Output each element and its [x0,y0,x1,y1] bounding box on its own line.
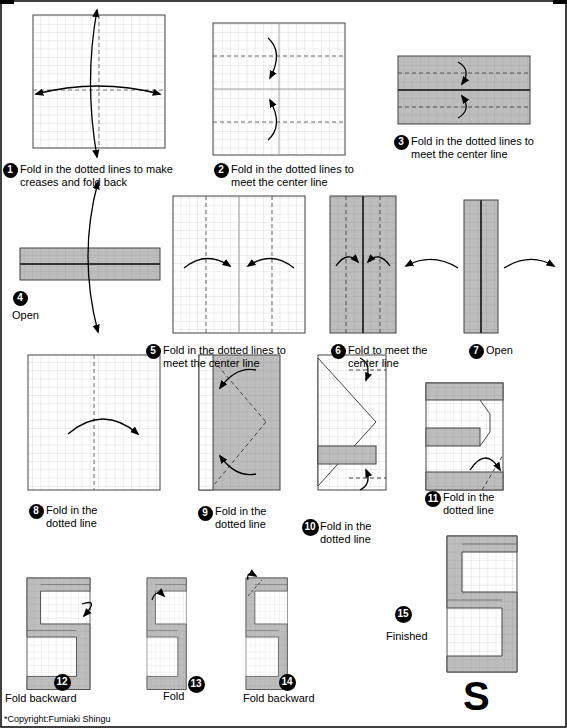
instruction: Fold [163,690,184,703]
instruction: Fold backward [5,692,77,705]
step-number-text: 1 [7,165,13,175]
step-number: 10 [302,519,319,536]
instruction: Fold in the dotted lines to meet the cen… [163,344,313,370]
step-number: 14 [279,674,296,691]
step-number-text: 4 [17,293,23,303]
step-number: 3 [394,135,409,150]
step-number: 1 [3,163,18,178]
step-number-text: 5 [150,346,156,356]
step-number: 8 [29,504,44,519]
step-number-text: 11 [428,494,439,504]
step-number-text: 2 [218,165,224,175]
instruction: Fold in the dotted line [443,491,523,517]
step-number-text: 7 [473,346,479,356]
step-number: 2 [214,163,229,178]
step-number: 4 [13,291,28,306]
step-number: 13 [188,676,205,693]
step-number-text: 3 [398,137,404,147]
step-number-text: 15 [397,609,408,619]
step-number-text: 10 [304,522,315,532]
step-number-text: 9 [202,508,208,518]
step-number: 6 [331,344,346,359]
instruction: Open [486,344,513,357]
step-number: 7 [469,344,484,359]
finished-label: Finished [386,630,428,643]
instruction: Fold in the dotted lines to meet the cen… [231,163,376,189]
instruction: Fold in the dotted line [320,520,395,546]
result-letter: S [463,676,490,716]
instruction: Fold backward [243,692,315,705]
instruction: Fold in the dotted lines to meet the cen… [411,135,556,161]
step-number: 15 [395,606,412,623]
instruction: Fold in the dotted line [215,505,290,531]
step-number-text: 6 [335,346,341,356]
step-number: 11 [425,491,441,507]
instruction: Open [12,309,39,322]
step-number-text: 13 [190,679,201,689]
copyright-note: *Copyright:Fumiaki Shingu [4,714,111,725]
step-number: 9 [198,506,213,521]
step-number-text: 14 [281,677,292,687]
step-number-text: 8 [33,506,39,516]
instruction: Fold in the dotted lines to make creases… [20,163,175,189]
step-number-text: 12 [56,677,67,687]
step-number: 12 [54,674,71,691]
instruction: Fold to meet the center line [348,344,443,370]
instruction: Fold in the dotted line [46,504,121,530]
step-number: 5 [146,344,161,359]
